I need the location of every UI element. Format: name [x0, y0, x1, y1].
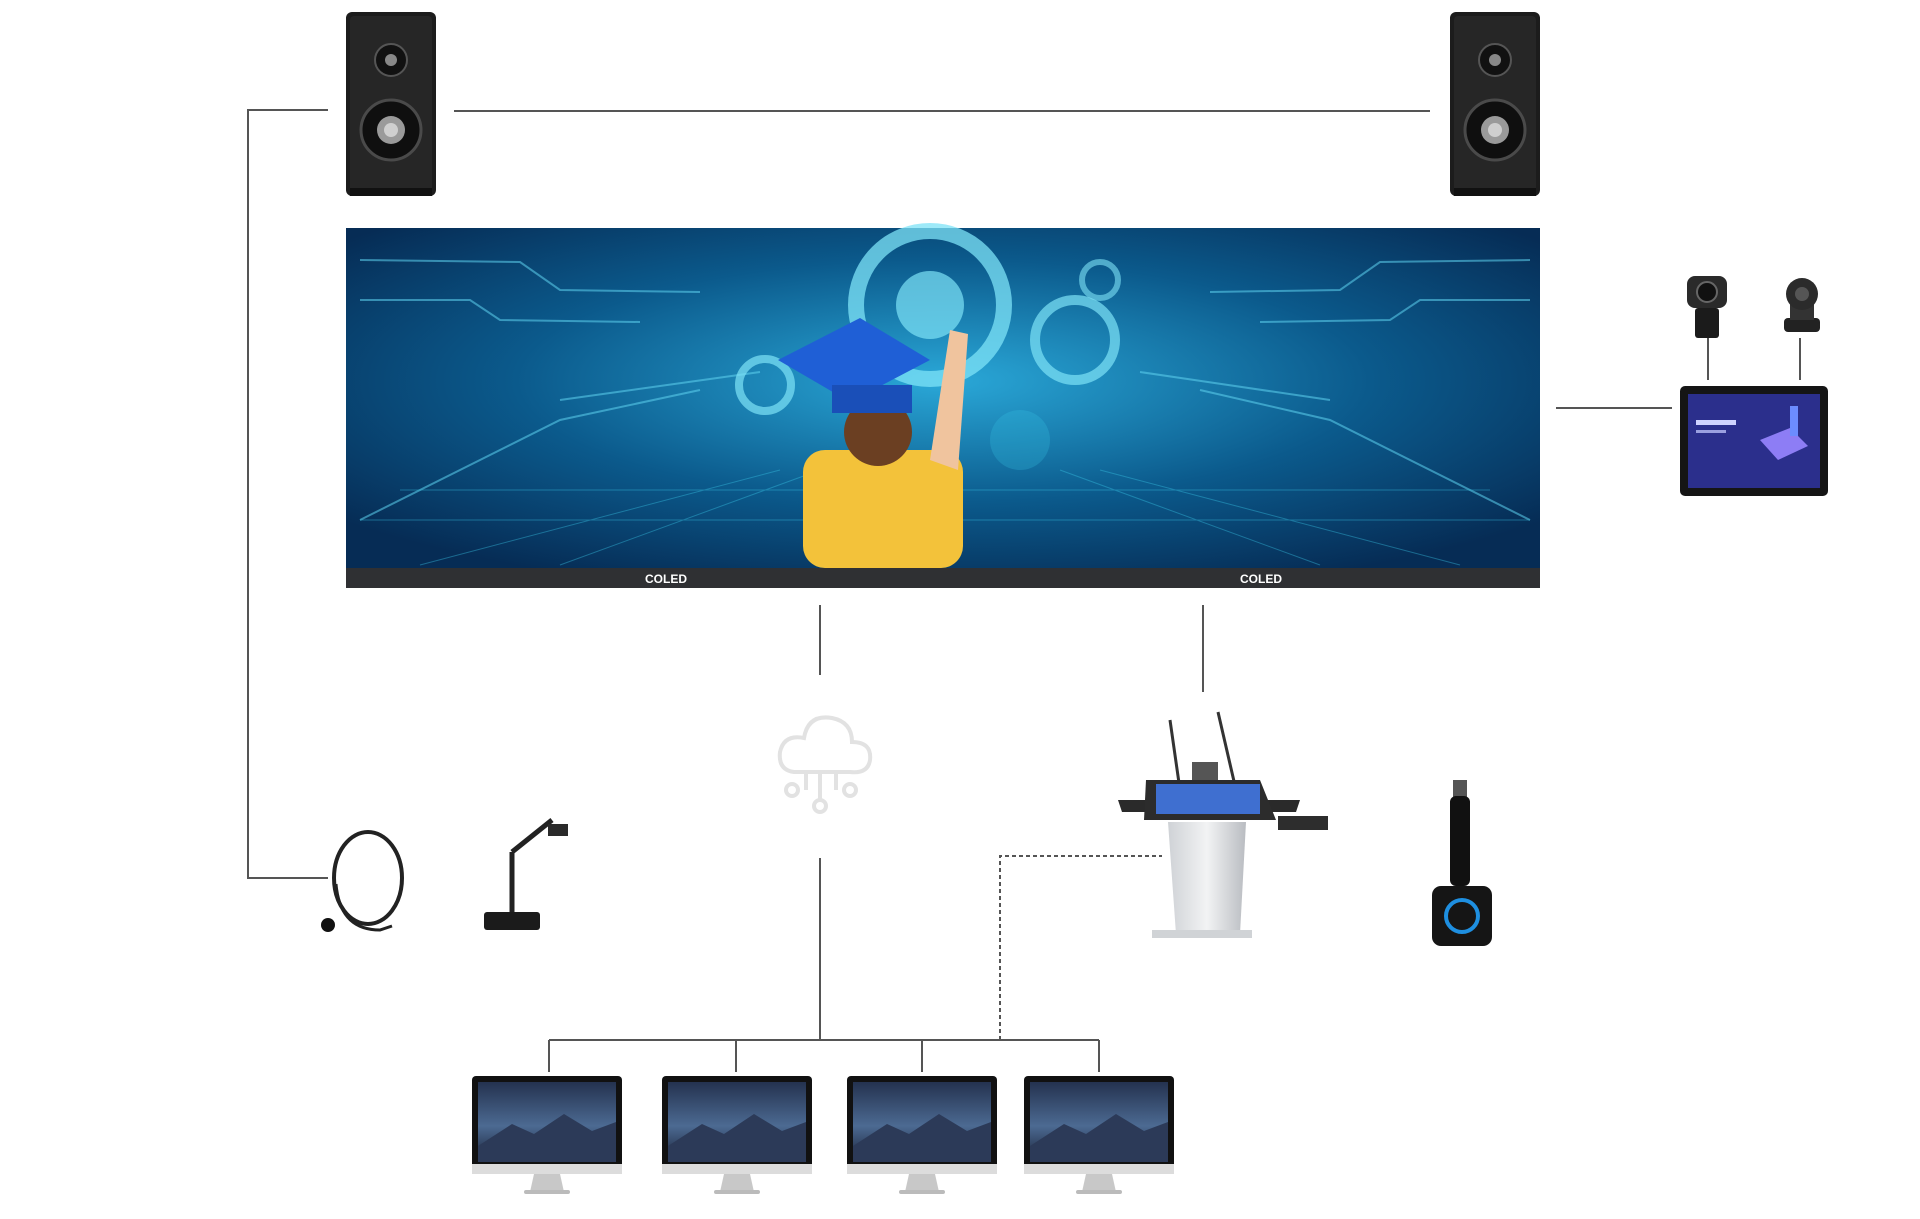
brand-right-label: COLED — [1240, 572, 1282, 586]
brand-left-label: COLED — [645, 572, 687, 586]
display-wall-icon: COLED COLED — [346, 223, 1540, 588]
smart-podium-icon — [1118, 711, 1328, 938]
speaker-left-icon — [344, 10, 438, 198]
webcam-icon — [1687, 276, 1727, 338]
cloud-network-icon — [777, 715, 873, 814]
speaker-right-icon — [1448, 10, 1542, 198]
imac-computer-3-icon — [847, 1076, 997, 1194]
document-camera-icon — [484, 818, 568, 930]
ptz-camera-icon — [1784, 278, 1820, 332]
headset-microphone-icon — [321, 830, 404, 932]
tablet-icon — [1680, 386, 1828, 496]
imac-computer-2-icon — [662, 1076, 812, 1194]
imac-computer-4-icon — [1024, 1076, 1174, 1194]
wireless-presentation-dongle-icon — [1432, 780, 1492, 946]
imac-computer-1-icon — [472, 1076, 622, 1194]
wire-podium-computers — [999, 855, 1162, 1040]
wire-left-bus — [247, 109, 328, 879]
